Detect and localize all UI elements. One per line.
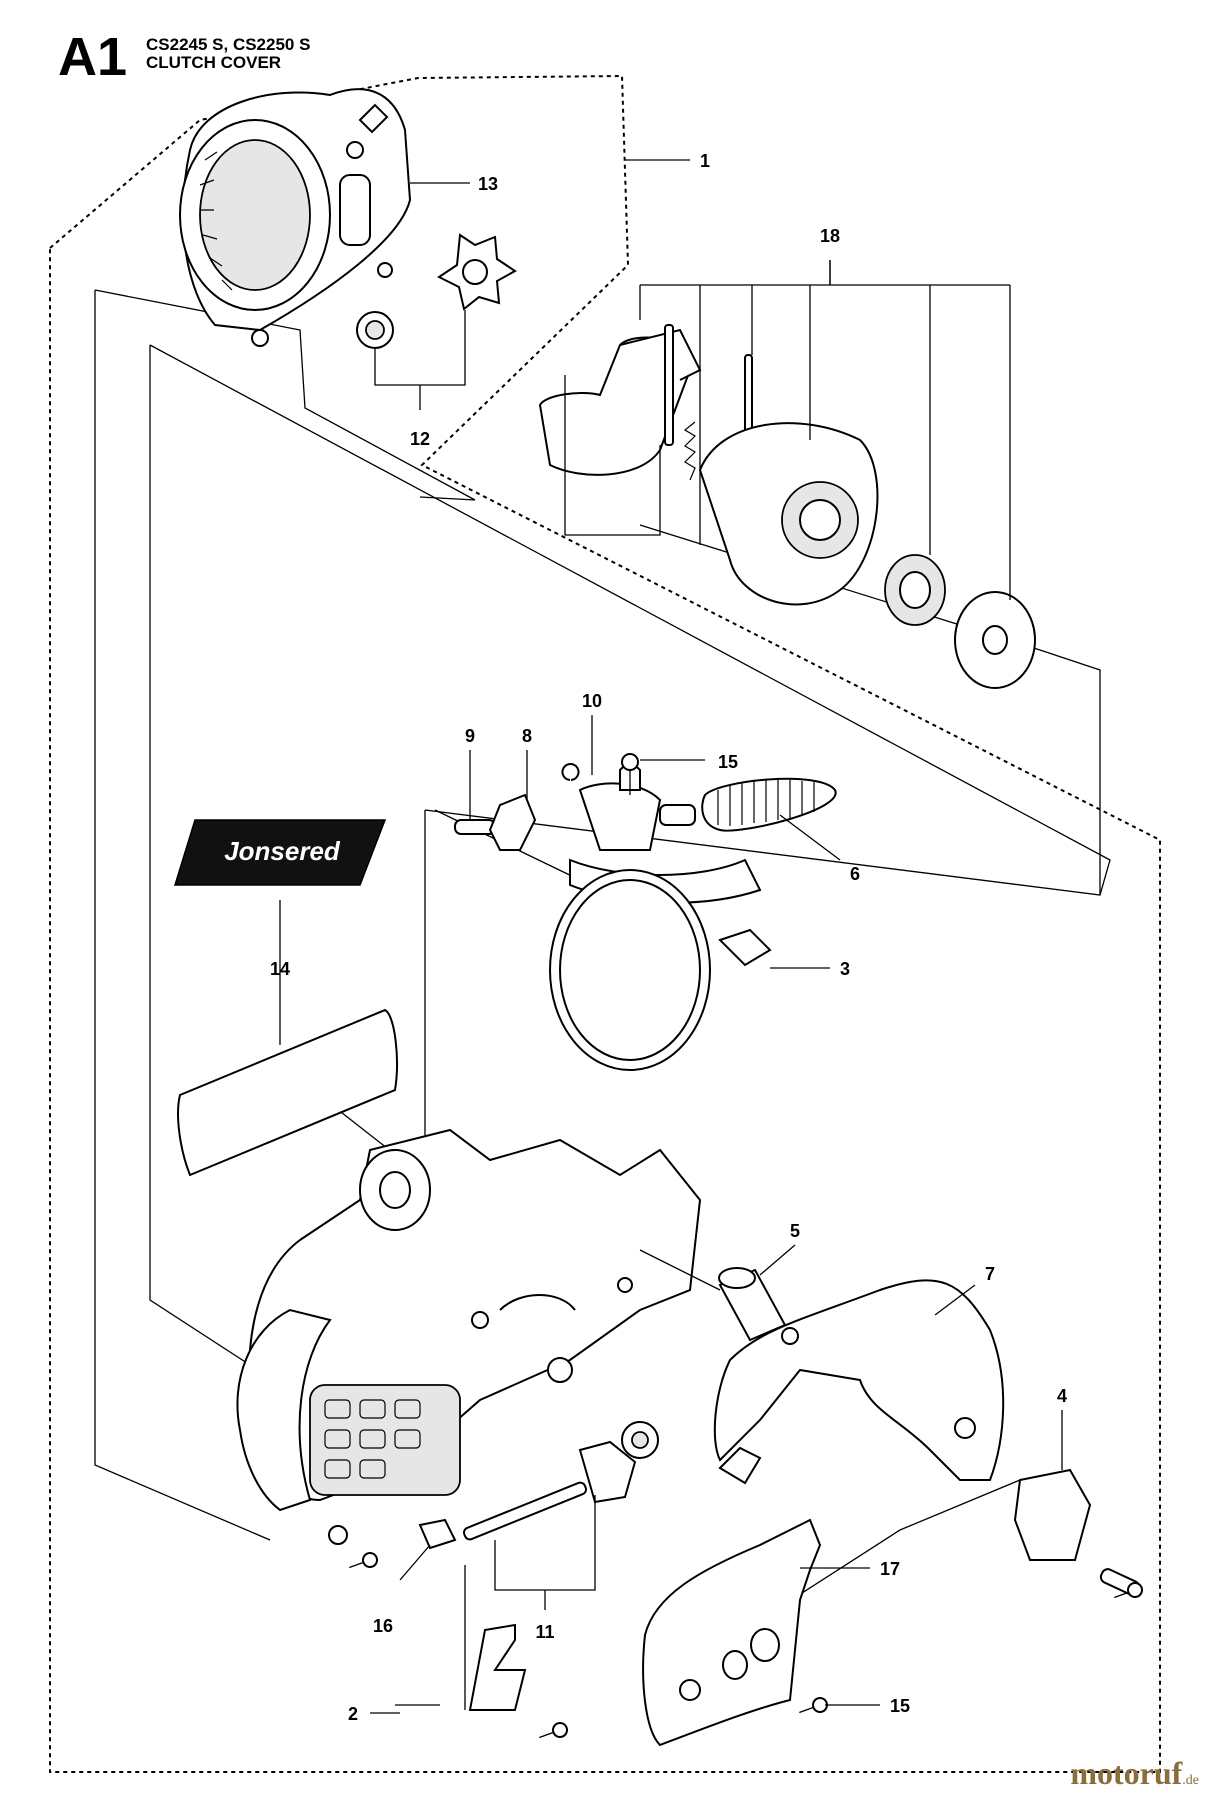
clutch-cover-part xyxy=(179,88,412,347)
chain-brake-assembly-part xyxy=(538,260,1036,689)
small-parts xyxy=(395,1518,527,1711)
callout-17: 17 xyxy=(880,1559,900,1579)
callout-7: 7 xyxy=(985,1264,995,1284)
sprocket-part xyxy=(356,233,517,410)
callouts: 1 2 3 4 5 6 7 8 9 10 11 12 13 14 15 15 1… xyxy=(270,151,1067,1724)
callout-2: 2 xyxy=(348,1704,358,1724)
model-numbers: CS2245 S, CS2250 S xyxy=(146,35,311,54)
guard-plate-part xyxy=(759,1468,1141,1621)
callout-13: 13 xyxy=(478,174,498,194)
brake-lever-parts xyxy=(454,758,837,904)
callout-14: 14 xyxy=(270,959,290,979)
callout-1: 1 xyxy=(700,151,710,171)
watermark: motoruf.de xyxy=(1070,1755,1199,1792)
callout-8: 8 xyxy=(522,726,532,746)
callout-15-lower: 15 xyxy=(890,1696,910,1716)
decal-part: Jonsered xyxy=(173,819,398,1177)
callout-4: 4 xyxy=(1057,1386,1067,1406)
tensioner-parts xyxy=(462,1421,659,1610)
brake-band-part xyxy=(549,869,772,1071)
callout-18: 18 xyxy=(820,226,840,246)
assembly-boundary xyxy=(49,74,1161,1773)
callout-6: 6 xyxy=(850,864,860,884)
callout-3: 3 xyxy=(840,959,850,979)
side-plate-part xyxy=(642,1518,822,1747)
section-code: A1 xyxy=(58,27,128,87)
decal-label: Jonsered xyxy=(224,836,341,866)
callout-16: 16 xyxy=(373,1616,393,1636)
callout-10: 10 xyxy=(582,691,602,711)
screws xyxy=(349,753,1143,1739)
clutch-cover-housing-part xyxy=(236,1128,702,1545)
callout-5: 5 xyxy=(790,1221,800,1241)
callout-12: 12 xyxy=(410,429,430,449)
watermark-brand: motoruf xyxy=(1070,1755,1183,1791)
chain-guard-part xyxy=(713,1279,1005,1485)
callout-9: 9 xyxy=(465,726,475,746)
watermark-tld: .de xyxy=(1182,1773,1199,1788)
callout-15-upper: 15 xyxy=(718,752,738,772)
jonsered-decal xyxy=(173,819,387,886)
diagram-subtitle: CLUTCH COVER xyxy=(146,53,282,72)
callout-11: 11 xyxy=(535,1622,554,1642)
